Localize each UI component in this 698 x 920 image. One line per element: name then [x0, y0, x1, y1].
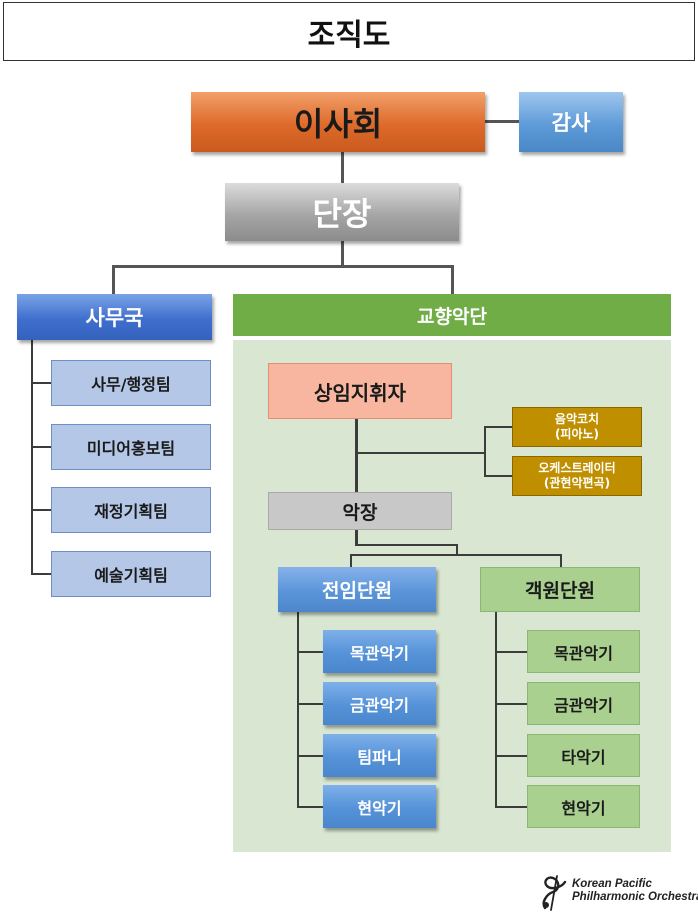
fulltime-section-timpani: 팀파니: [323, 734, 436, 777]
orchestra-logo-icon: [542, 875, 567, 911]
connector-split: [112, 265, 454, 268]
page-title: 조직도: [3, 2, 695, 61]
connector-team-3: [31, 509, 51, 511]
connector-members-split-top: [355, 544, 458, 546]
team-art-planning: 예술기획팀: [51, 551, 211, 597]
advisor-music-coach: 음악코치 (피아노): [512, 407, 642, 447]
fulltime-members-box: 전임단원: [278, 567, 436, 612]
connector-guest-4: [495, 806, 527, 808]
connector-director-down: [341, 241, 344, 267]
connector-fulltime-3: [297, 755, 323, 757]
connector-conductor-advisors: [355, 452, 485, 454]
connector-to-guest: [560, 554, 562, 567]
director-box: 단장: [225, 183, 459, 241]
connector-guest-2: [495, 703, 527, 705]
connector-advisor-2: [484, 475, 512, 477]
connector-members-split: [350, 554, 562, 556]
fulltime-section-brass: 금관악기: [323, 682, 436, 725]
guest-section-percussion: 타악기: [527, 734, 640, 777]
connector-fulltime-trunk: [297, 612, 299, 808]
team-finance: 재정기획팀: [51, 487, 211, 533]
logo-text-line1: Korean Pacific: [572, 878, 652, 890]
connector-advisor-trunk: [484, 426, 486, 477]
advisor-music-coach-note: (피아노): [554, 427, 600, 441]
connector-board-audit: [485, 120, 519, 123]
connector-to-office: [112, 265, 115, 294]
connector-team-2: [31, 446, 51, 448]
connector-fulltime-1: [297, 651, 323, 653]
connector-advisor-1: [484, 426, 512, 428]
logo-text-line2: Philharmonic Orchestra: [572, 891, 698, 903]
conductor-box: 상임지휘자: [268, 363, 452, 419]
connector-guest-3: [495, 755, 527, 757]
connector-team-1: [31, 382, 51, 384]
connector-team-4: [31, 573, 51, 575]
team-admin: 사무/행정팀: [51, 360, 211, 406]
guest-section-brass: 금관악기: [527, 682, 640, 725]
fulltime-section-strings: 현악기: [323, 785, 436, 828]
advisor-orchestrator-title: 오케스트레이터: [538, 461, 616, 475]
guest-section-woodwind: 목관악기: [527, 630, 640, 673]
connector-board-director: [341, 152, 344, 183]
connector-conductor-down: [355, 419, 358, 492]
connector-fulltime-2: [297, 703, 323, 705]
advisor-orchestrator-note: (관현악편곡): [543, 476, 611, 490]
audit-box: 감사: [519, 92, 623, 152]
guest-members-box: 객원단원: [480, 567, 640, 612]
office-box: 사무국: [17, 294, 212, 340]
connector-office-trunk: [31, 340, 33, 575]
connector-concertmaster-down: [355, 530, 358, 546]
connector-to-orchestra: [451, 265, 454, 294]
team-media: 미디어홍보팀: [51, 424, 211, 470]
connector-to-fulltime: [350, 554, 352, 567]
connector-guest-1: [495, 651, 527, 653]
concertmaster-box: 악장: [268, 492, 452, 530]
guest-section-strings: 현악기: [527, 785, 640, 828]
orchestra-header: 교향악단: [233, 294, 671, 336]
connector-members-split-mid: [456, 544, 458, 555]
board-box: 이사회: [191, 92, 485, 152]
connector-fulltime-4: [297, 806, 323, 808]
fulltime-section-woodwind: 목관악기: [323, 630, 436, 673]
advisor-music-coach-title: 음악코치: [554, 412, 600, 426]
advisor-orchestrator: 오케스트레이터 (관현악편곡): [512, 456, 642, 496]
connector-guest-trunk: [495, 612, 497, 808]
